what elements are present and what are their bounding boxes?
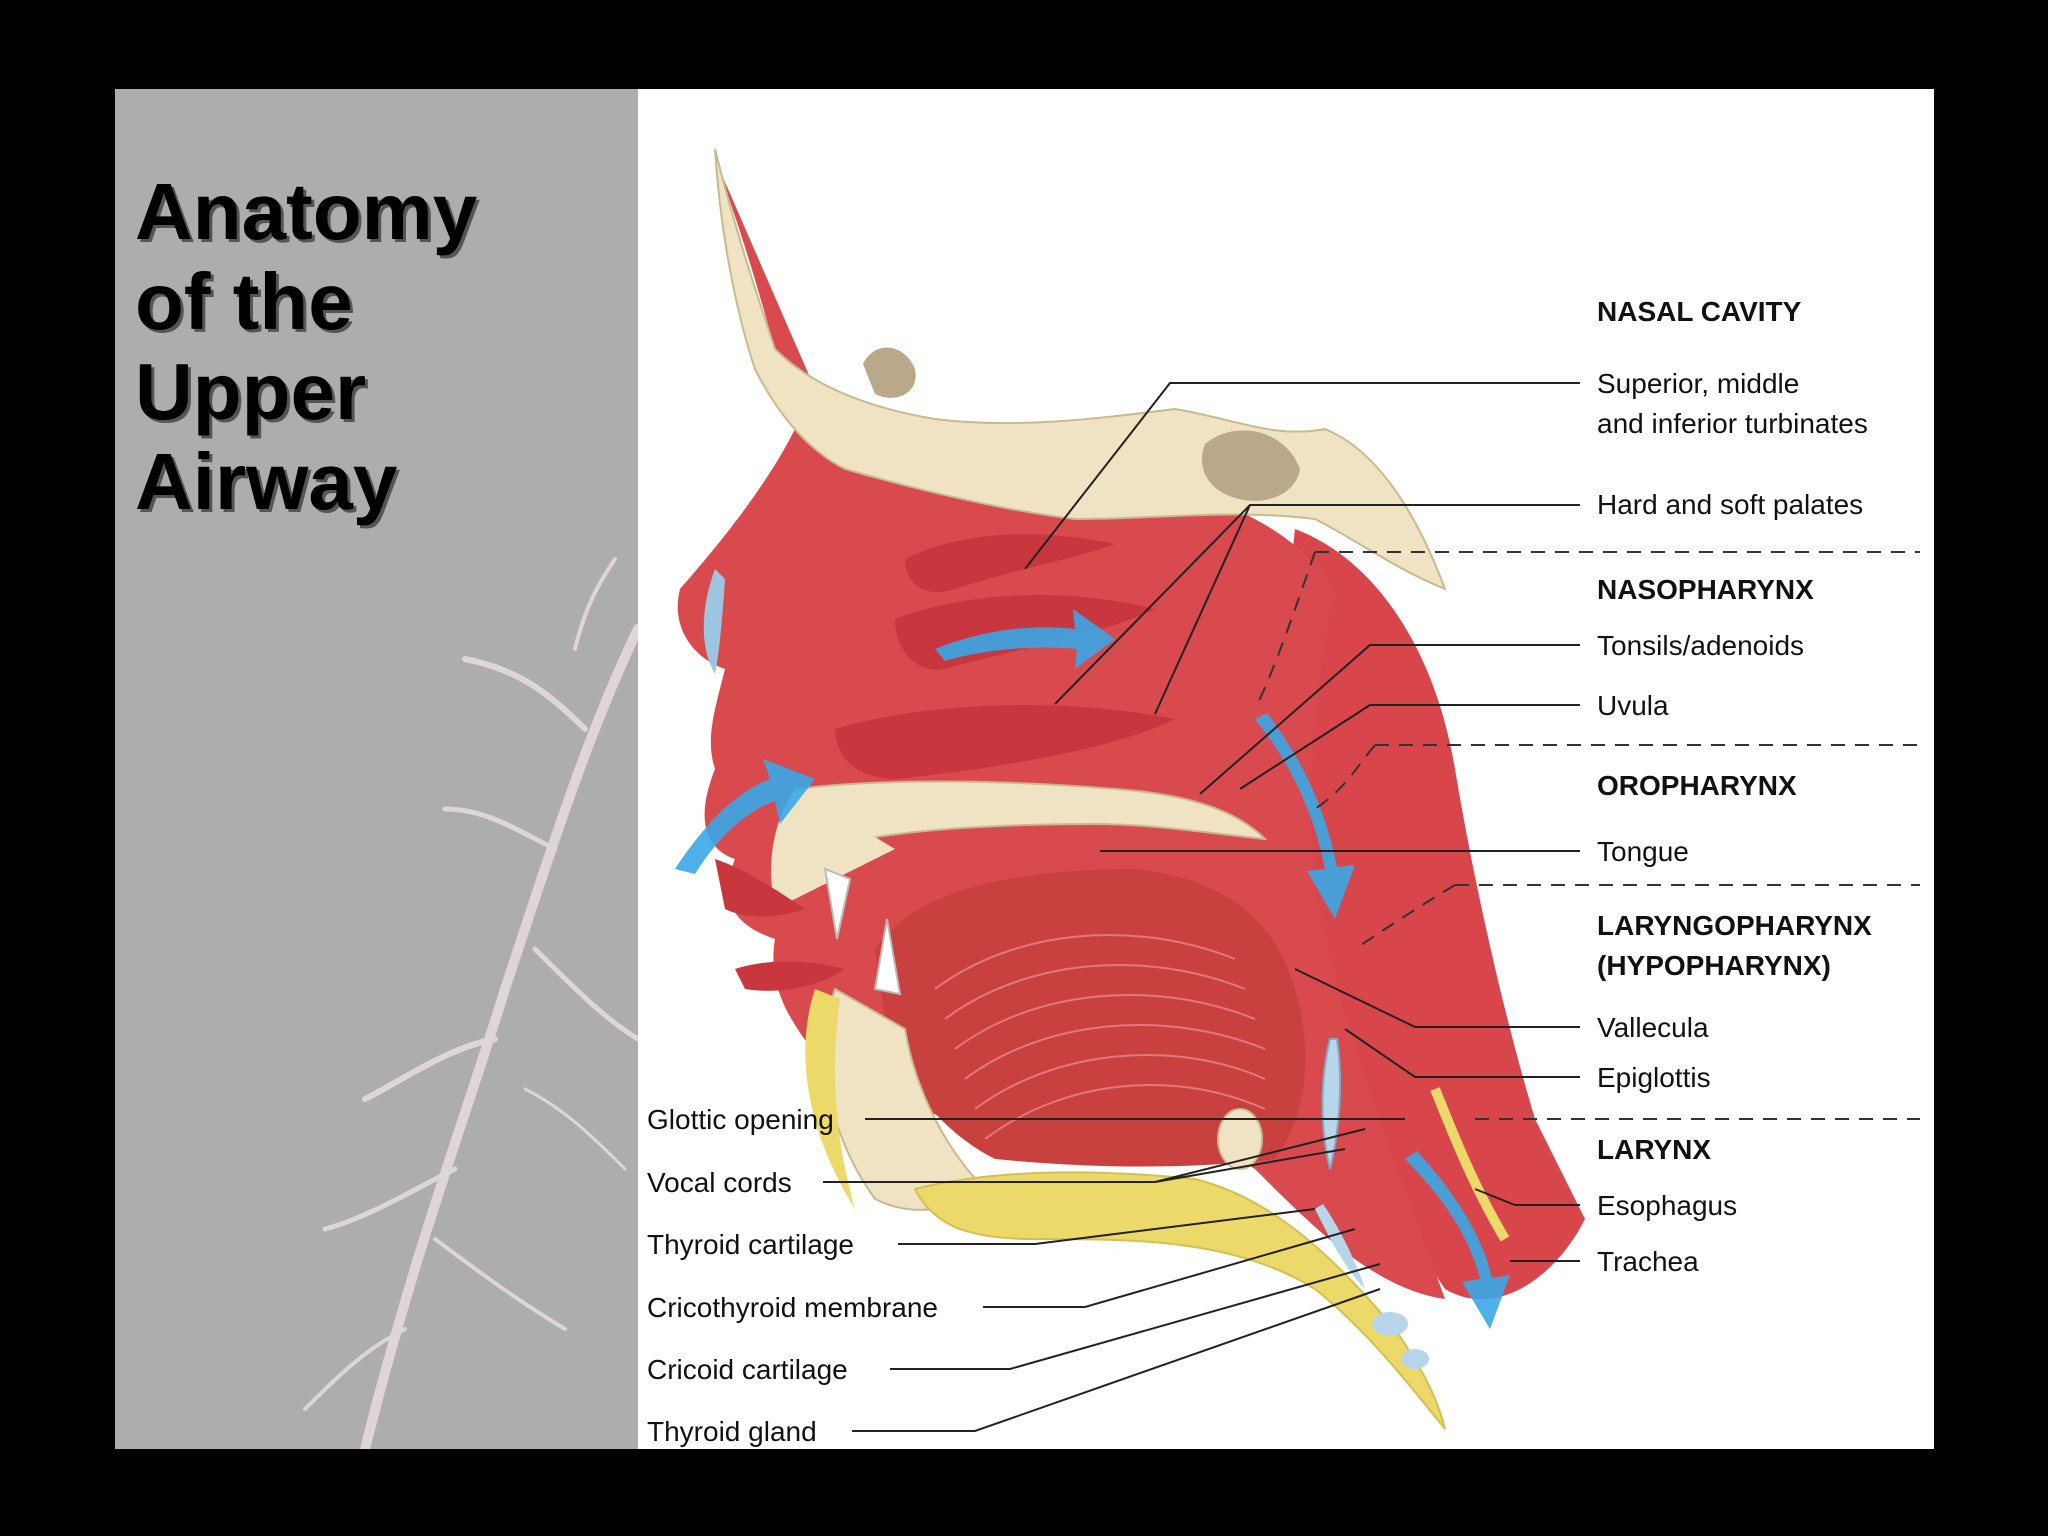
- upper-teeth: [823, 867, 852, 940]
- divider-palate: [1254, 551, 1316, 710]
- maxilla-bone: [771, 789, 895, 909]
- airflow-arrow-3: [1255, 713, 1355, 919]
- thyroid-cartilage: [1315, 1204, 1365, 1289]
- label-tongue: Tongue: [1597, 836, 1689, 867]
- label-nasopharynx: NASOPHARYNX: [1597, 574, 1814, 605]
- decorative-branch-graphic: [303, 557, 638, 1449]
- airflow-arrow-2: [935, 609, 1115, 669]
- cricoid-cartilage: [1372, 1312, 1408, 1336]
- slide-title: Anatomy of the Upper Airway: [135, 167, 478, 526]
- label-tonsils: Tonsils/adenoids: [1597, 630, 1804, 661]
- leader-vallecula: [1294, 968, 1580, 1028]
- label-turbinates-line1: Superior, middle: [1597, 368, 1799, 399]
- airflow-arrow-1: [675, 759, 815, 874]
- label-larynx: LARYNX: [1597, 1134, 1711, 1165]
- label-laryngopharynx-line2: (HYPOPHARYNX): [1597, 950, 1831, 981]
- label-oropharynx: OROPHARYNX: [1597, 770, 1797, 801]
- leader-esophagus: [1474, 1188, 1580, 1206]
- label-cricoid-cartilage: Cricoid cartilage: [647, 1354, 848, 1385]
- label-turbinates-line2: and inferior turbinates: [1597, 408, 1868, 439]
- leader-thyroid-cartilage: [898, 1208, 1316, 1245]
- label-laryngopharynx-line1: LARYNGOPHARYNX: [1597, 910, 1872, 941]
- leader-lines: [823, 382, 1580, 1432]
- leader-tonsils: [1199, 644, 1580, 795]
- label-glottic-opening: Glottic opening: [647, 1104, 834, 1135]
- tongue-muscle-lines: [934, 934, 1266, 1140]
- label-cricothyroid-membrane: Cricothyroid membrane: [647, 1292, 938, 1323]
- divider-oro: [1314, 744, 1376, 810]
- neck-tissue: [1255, 529, 1585, 1300]
- tracheal-ring: [1401, 1349, 1429, 1369]
- label-vallecula: Vallecula: [1597, 1012, 1709, 1043]
- upper-lip: [715, 859, 805, 917]
- lower-teeth: [873, 918, 902, 996]
- turbinate-superior: [905, 534, 1115, 593]
- tongue: [875, 869, 1306, 1167]
- divider-laryngo: [1354, 884, 1456, 950]
- label-thyroid-cartilage: Thyroid cartilage: [647, 1229, 854, 1260]
- frontal-sinus: [863, 347, 916, 398]
- label-epiglottis: Epiglottis: [1597, 1062, 1711, 1093]
- leader-vocal-cords: [823, 1128, 1366, 1183]
- title-panel: Anatomy of the Upper Airway: [115, 89, 638, 1449]
- esophagus-wall: [1430, 1087, 1510, 1242]
- label-esophagus: Esophagus: [1597, 1190, 1737, 1221]
- airflow-arrows: [675, 609, 1510, 1329]
- hyoid-bone: [1217, 1108, 1263, 1170]
- slide: Anatomy of the Upper Airway: [115, 89, 1934, 1449]
- leader-cricothyroid-membrane: [983, 1228, 1356, 1308]
- leader-uvula: [1239, 704, 1580, 790]
- leader-palates: [1054, 504, 1580, 715]
- leader-cricoid-cartilage: [890, 1263, 1381, 1370]
- label-nasal-cavity: NASAL CAVITY: [1597, 296, 1802, 327]
- airway-diagram: NASAL CAVITY Superior, middle and inferi…: [647, 148, 1920, 1447]
- nasal-cartilage: [703, 569, 725, 674]
- hard-palate: [793, 780, 1268, 851]
- lower-lip: [735, 961, 845, 991]
- turbinate-inferior: [835, 705, 1175, 779]
- leader-turbinates: [1024, 382, 1580, 570]
- label-trachea: Trachea: [1597, 1246, 1699, 1277]
- chin-fat: [805, 989, 855, 1209]
- label-palates: Hard and soft palates: [1597, 489, 1863, 520]
- airflow-arrow-4: [1405, 1151, 1510, 1329]
- sphenoid-sinus: [1201, 430, 1300, 501]
- label-uvula: Uvula: [1597, 690, 1669, 721]
- label-vocal-cords: Vocal cords: [647, 1167, 792, 1198]
- label-thyroid-gland: Thyroid gland: [647, 1416, 817, 1447]
- leader-thyroid-gland: [852, 1288, 1381, 1432]
- leader-epiglottis: [1344, 1028, 1580, 1078]
- region-dividers: [1254, 551, 1920, 1120]
